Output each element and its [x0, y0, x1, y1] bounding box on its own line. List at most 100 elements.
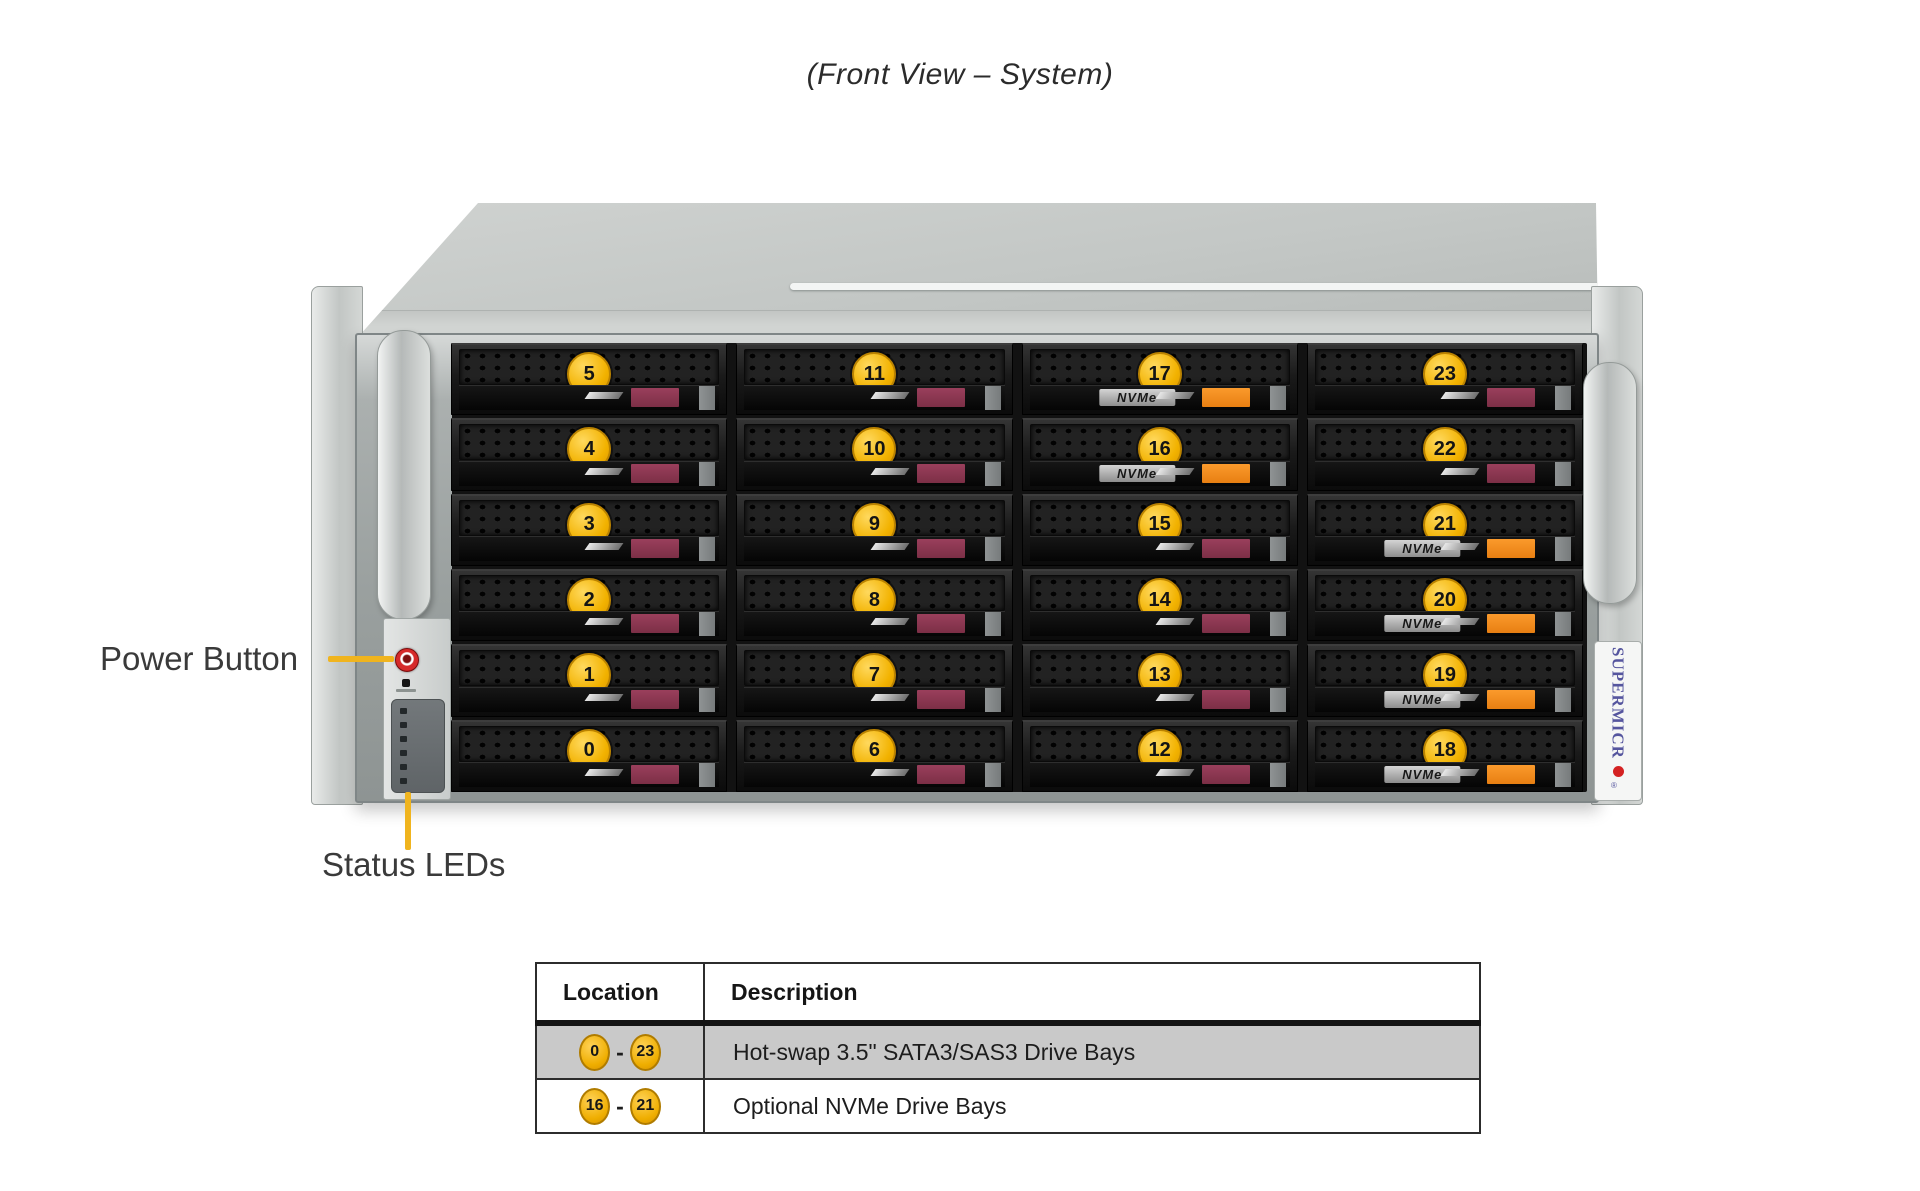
bay-endcap [699, 386, 716, 411]
bay-latch-bar [1314, 460, 1575, 486]
bay-release-slider [584, 392, 624, 400]
bay-endcap [1555, 687, 1571, 712]
nvme-label: NVMe [1384, 766, 1461, 783]
reset-label-mark [396, 689, 416, 692]
location-cell: 0-23 [535, 1022, 705, 1080]
location-separator: - [616, 1092, 624, 1119]
header-location: Location [535, 962, 705, 1026]
bay-latch [631, 765, 680, 784]
bay-latch-bar [459, 611, 720, 637]
bay-latch [1487, 539, 1535, 558]
bay-endcap [1269, 763, 1286, 787]
bay-latch [631, 388, 680, 408]
bay-latch [916, 388, 965, 408]
bay-latch [916, 614, 965, 634]
brand-registered-mark: ® [1609, 780, 1619, 790]
bay-release-slider [870, 467, 909, 475]
bay-endcap [984, 461, 1001, 486]
power-button-label: Power Button [100, 640, 299, 677]
bay-latch [1487, 765, 1535, 784]
drive-bay-14: 14 [1021, 569, 1298, 642]
drive-bay-11: 11 [736, 343, 1013, 416]
left-handle [377, 330, 431, 620]
bay-endcap [699, 763, 716, 787]
bay-endcap [984, 763, 1001, 787]
drive-bay-9: 9 [736, 493, 1013, 566]
bay-endcap [1555, 537, 1571, 561]
drive-bay-backdrop [452, 343, 1587, 792]
drive-bay-6: 6 [736, 719, 1013, 792]
bay-endcap [984, 612, 1001, 637]
bay-latch-bar [459, 536, 720, 561]
supermicro-logo: SUPERMICR ® [1594, 641, 1642, 801]
drive-bay-15: 15 [1021, 493, 1298, 566]
bay-endcap [1269, 687, 1286, 712]
location-cell: 16-21 [535, 1078, 705, 1134]
bay-release-slider [870, 693, 909, 701]
bay-endcap [699, 537, 716, 561]
led-icon [400, 708, 407, 714]
bay-latch-bar: NVMe [1314, 611, 1575, 637]
power-button-pointer-line [328, 656, 394, 662]
bay-release-slider [1155, 618, 1195, 626]
header-description: Description [703, 962, 1481, 1026]
bay-latch-bar [459, 762, 720, 787]
bay-latch [1201, 765, 1250, 784]
bay-release-slider [1155, 467, 1195, 475]
drive-bay-2: 2 [451, 569, 728, 642]
bay-latch-bar [1029, 762, 1290, 787]
bay-latch [631, 614, 680, 634]
bay-endcap [1555, 763, 1571, 787]
bay-latch [916, 539, 965, 558]
bay-release-slider [870, 392, 909, 400]
drive-bay-5: 5 [451, 343, 728, 416]
bay-release-slider [870, 618, 909, 626]
drive-bay-1: 1 [451, 644, 728, 717]
power-button-icon [395, 648, 419, 672]
bay-release-slider [584, 618, 624, 626]
drive-bay-12: 12 [1021, 719, 1298, 792]
drive-bay-13: 13 [1021, 644, 1298, 717]
bay-endcap [1555, 386, 1571, 411]
bay-endcap [1269, 461, 1286, 486]
bay-latch [1201, 539, 1250, 558]
bay-release-slider [584, 543, 624, 550]
bay-release-slider [1155, 693, 1195, 701]
table-header-row: Location Description [535, 962, 1481, 1026]
bay-latch [1201, 689, 1250, 709]
status-leds-pointer-line [405, 792, 411, 850]
bay-latch-bar [1029, 536, 1290, 561]
bay-release-slider [1155, 543, 1195, 550]
bay-latch-bar: NVMe [1314, 536, 1575, 561]
bay-latch [1487, 689, 1535, 709]
location-separator: - [616, 1038, 624, 1065]
bay-latch [1201, 614, 1250, 634]
bay-latch-bar [1314, 385, 1575, 411]
bay-release-slider [584, 769, 624, 776]
led-icon [400, 722, 407, 728]
led-icon [400, 750, 407, 756]
bay-latch [1487, 463, 1535, 483]
bay-latch [631, 463, 680, 483]
bay-release-slider [870, 543, 909, 550]
bay-latch-bar: NVMe [1314, 686, 1575, 712]
brand-red-dot-icon [1612, 765, 1624, 777]
bay-latch-bar [744, 385, 1005, 411]
location-start-badge: 16 [579, 1087, 611, 1125]
bay-latch-bar: NVMe [1029, 460, 1290, 486]
bay-latch [1201, 388, 1250, 408]
lid-front-lip [360, 310, 1598, 335]
drive-bay-3: 3 [451, 493, 728, 566]
bay-release-slider [1440, 467, 1480, 475]
brand-text: SUPERMICR [1608, 647, 1628, 759]
